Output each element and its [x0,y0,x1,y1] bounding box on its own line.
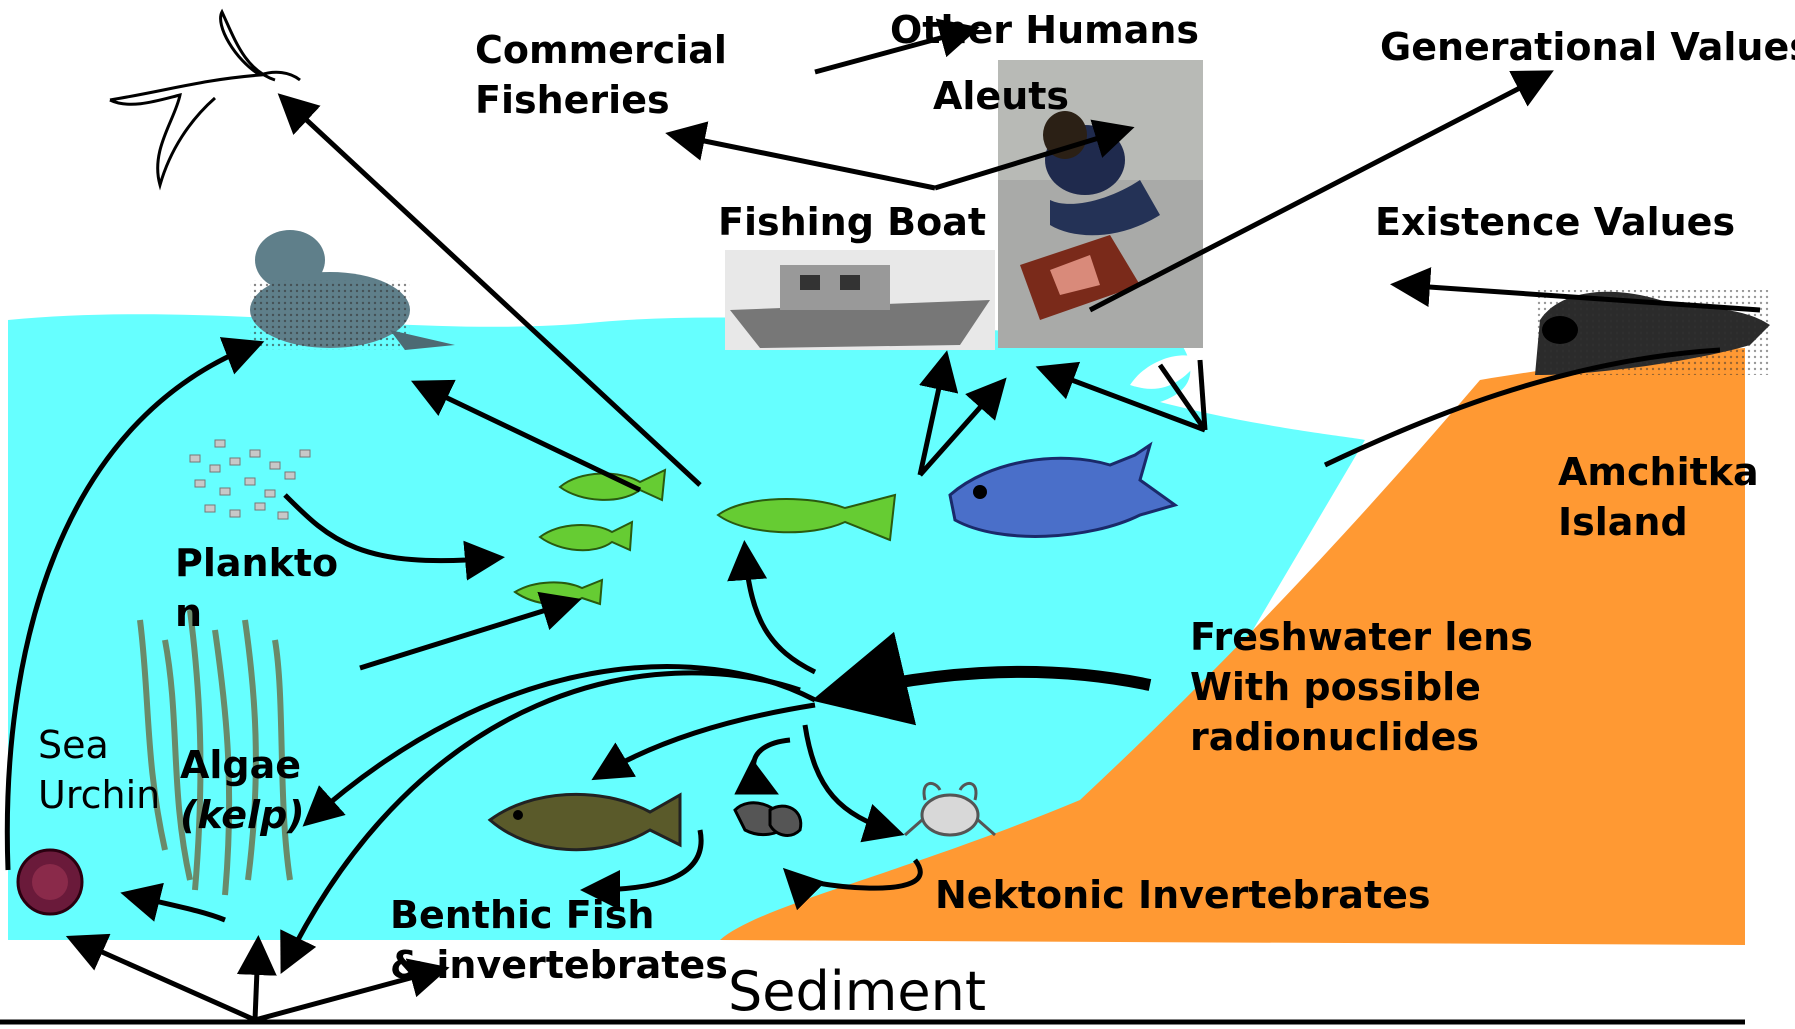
mussel-icon [735,803,801,836]
sea-urchin-icon [18,850,82,914]
tern-icon [110,12,300,185]
label-kelp: (kelp) [180,790,305,840]
label-plankton: Plankto n [175,538,338,638]
label-amchitka-island: Amchitka Island [1558,447,1759,547]
label-sediment: Sediment [728,962,986,1022]
fishing-boat-photo [725,250,995,350]
label-algae: Algae [180,740,301,790]
label-other-humans: Other Humans [890,5,1199,55]
label-generational-values: Generational Values [1380,22,1795,72]
label-nektonic-invertebrates: Nektonic Invertebrates [935,870,1431,920]
label-commercial-fisheries: Commercial Fisheries [475,25,727,125]
label-aleuts: Aleuts [933,71,1069,121]
label-existence-values: Existence Values [1375,197,1735,247]
label-freshwater-lens: Freshwater lens With possible radionucli… [1190,612,1533,762]
label-fishing-boat: Fishing Boat [718,197,986,247]
label-sea-urchin: Sea Urchin [38,720,160,820]
label-benthic-fish: Benthic Fish & invertebrates [390,890,728,990]
